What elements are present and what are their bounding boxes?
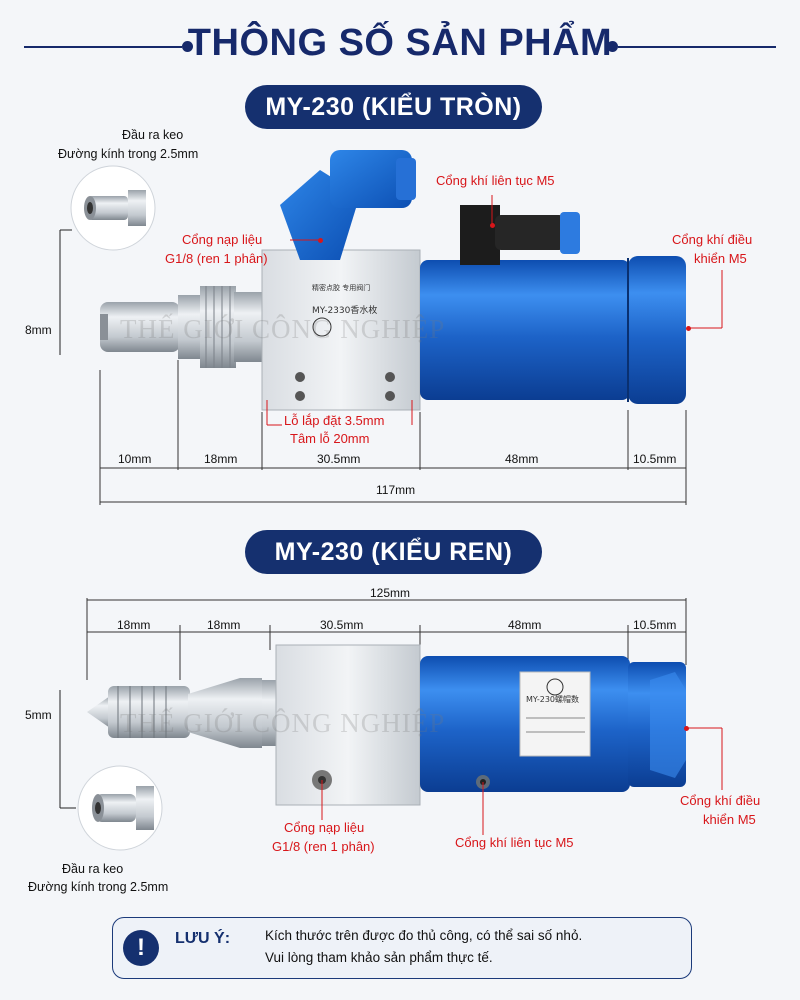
s1-diameter: 8mm xyxy=(25,323,52,337)
s1-nozzle-label-2: Đường kính trong 2.5mm xyxy=(58,147,199,161)
s1-dim-1: 10mm xyxy=(118,452,152,466)
note-line-2: Vui lòng tham khảo sản phẩm thực tế. xyxy=(265,950,493,965)
watermark-1: THẾ GIỚI CÔNG NGHIỆP xyxy=(120,314,446,344)
s1-dim-2: 18mm xyxy=(204,452,238,466)
feed-elbow-fitting xyxy=(280,150,416,260)
s1-feed-port-dot xyxy=(318,238,323,243)
s1-feed-port-2: G1/8 (ren 1 phân) xyxy=(165,251,268,266)
air-push-fitting-1 xyxy=(460,205,580,265)
s1-air-continuous: Cổng khí liên tục M5 xyxy=(436,173,555,188)
svg-text:MY-2330香水枚: MY-2330香水枚 xyxy=(312,304,377,316)
s2-dim-1: 18mm xyxy=(117,618,151,632)
s2-control-air-dot xyxy=(684,726,689,731)
s2-dim-5: 10.5mm xyxy=(633,618,677,632)
title-line-right xyxy=(618,46,776,48)
s2-air-continuous: Cổng khí liên tục M5 xyxy=(455,835,574,850)
s1-control-air-2: khiển M5 xyxy=(694,251,747,266)
s2-dim-2: 18mm xyxy=(207,618,241,632)
nozzle-inset-1 xyxy=(70,165,156,251)
s2-dim-4: 48mm xyxy=(508,618,542,632)
title-line-left xyxy=(24,46,182,48)
s2-control-air-2: khiển M5 xyxy=(703,812,756,827)
s1-dim-5: 10.5mm xyxy=(633,452,677,466)
s1-control-air-1: Cổng khí điều xyxy=(672,232,753,247)
watermark-2: THẾ GIỚI CÔNG NGHIỆP xyxy=(120,708,446,738)
exclamation-icon: ! xyxy=(123,930,159,966)
note-box: ! LƯU Ý: Kích thước trên được đo thủ côn… xyxy=(112,917,692,979)
s1-control-air-dot xyxy=(686,326,691,331)
svg-text:精密点胶 专用阀门: 精密点胶 专用阀门 xyxy=(312,283,370,292)
s2-feed-port-2: G1/8 (ren 1 phân) xyxy=(272,839,375,854)
title-dot-right xyxy=(607,41,618,52)
s1-mount-hole-1: Lỗ lắp đặt 3.5mm xyxy=(284,413,385,428)
s1-air-continuous-dot xyxy=(490,223,495,228)
section1-heading: MY-230 (KIỂU TRÒN) xyxy=(245,85,542,129)
note-line-1: Kích thước trên được đo thủ công, có thể… xyxy=(265,928,583,943)
s2-feed-port-1: Cổng nạp liệu xyxy=(284,820,365,835)
s2-dim-3: 30.5mm xyxy=(320,618,364,632)
s1-mount-hole-2: Tâm lỗ 20mm xyxy=(290,431,370,446)
s2-nozzle-label-2: Đường kính trong 2.5mm xyxy=(28,880,169,894)
thread-nut-1 xyxy=(178,286,262,368)
svg-text:MY-230螺帽数: MY-230螺帽数 xyxy=(526,694,579,704)
s2-total: 125mm xyxy=(370,586,411,600)
s1-feed-port-1: Cổng nạp liệu xyxy=(182,232,263,247)
title-dot-left xyxy=(182,41,193,52)
page-title: THÔNG SỐ SẢN PHẨM xyxy=(187,22,613,64)
s1-nozzle-label-1: Đầu ra keo xyxy=(122,128,184,142)
nozzle-inset-2 xyxy=(77,765,163,851)
s2-nozzle-label-1: Đầu ra keo xyxy=(62,862,124,876)
section2-heading: MY-230 (KIỂU REN) xyxy=(245,530,542,574)
note-title: LƯU Ý: xyxy=(175,930,231,947)
s2-control-air-1: Cổng khí điều xyxy=(680,793,761,808)
s1-dim-4: 48mm xyxy=(505,452,539,466)
s1-total: 117mm xyxy=(376,483,416,497)
s2-diameter: 5mm xyxy=(25,708,52,722)
s1-dim-3: 30.5mm xyxy=(317,452,361,466)
